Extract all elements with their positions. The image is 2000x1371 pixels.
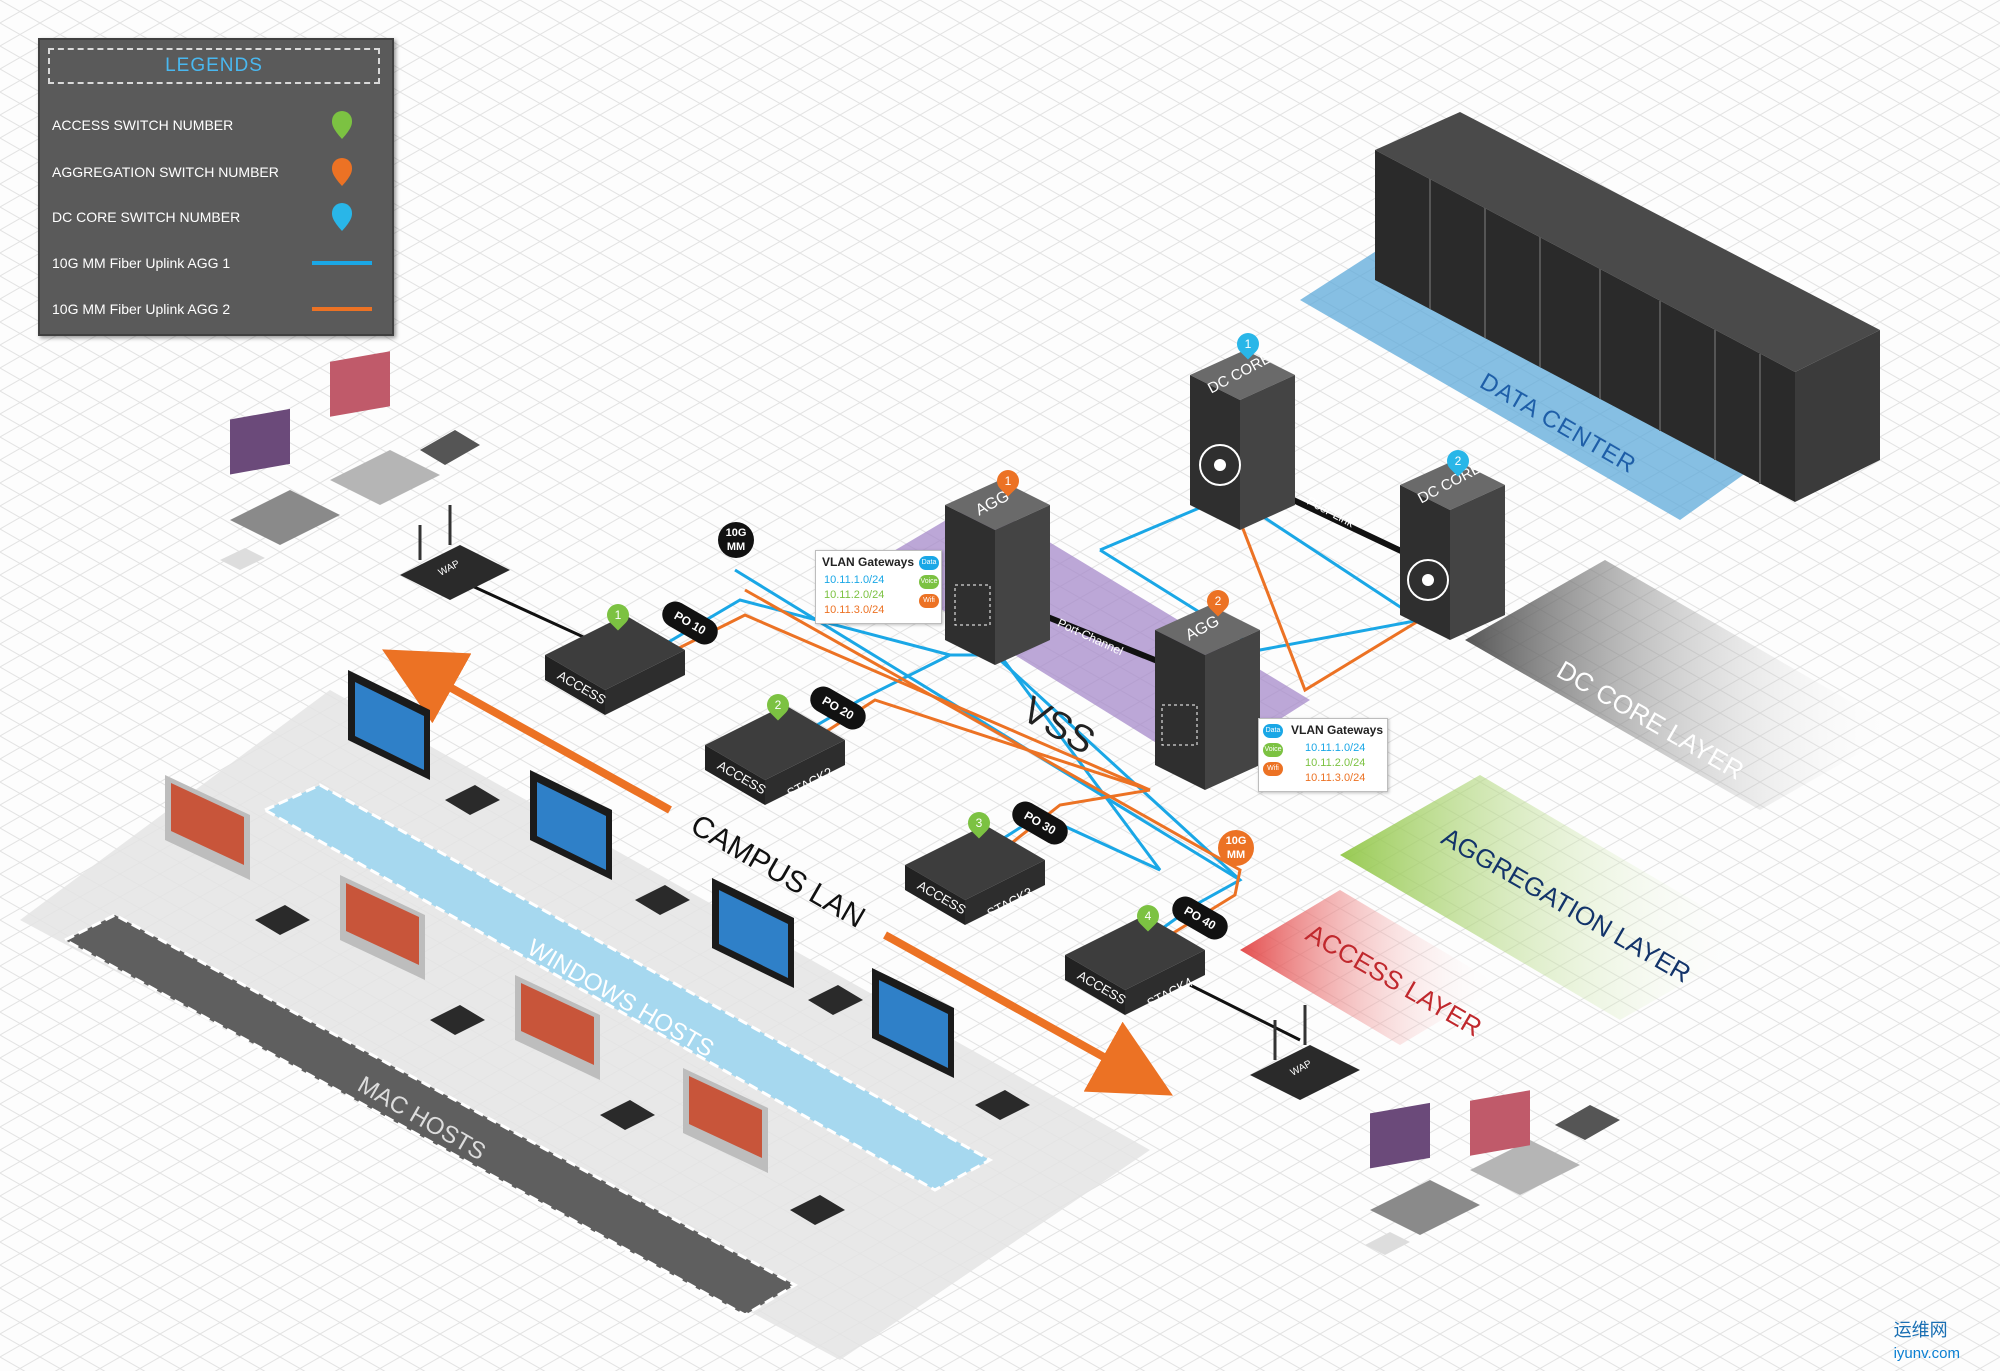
dc-core-switch-1[interactable] xyxy=(1190,350,1295,530)
access-switch-4[interactable] xyxy=(1065,915,1205,1015)
access-switch-3[interactable] xyxy=(905,825,1045,925)
vlan-callout-2-title: VLAN Gateways xyxy=(1291,723,1384,737)
vlan-gateways-callout-1: VLAN Gateways 10.11.1.0/24 10.11.2.0/24 … xyxy=(815,550,942,624)
wireless-clients-2 xyxy=(1365,1090,1620,1255)
server-racks xyxy=(1375,112,1880,502)
legend-label-uplink2: 10G MM Fiber Uplink AGG 2 xyxy=(52,301,231,317)
orange-pin-icon xyxy=(332,158,352,186)
dc-core-switch-2[interactable] xyxy=(1400,460,1505,640)
legend-row-access: ACCESS SWITCH NUMBER xyxy=(52,110,382,140)
agg-switch-1[interactable] xyxy=(945,480,1050,665)
vlan-callout-1-title: VLAN Gateways xyxy=(822,555,915,569)
access-3-pin: 3 xyxy=(963,807,995,839)
vlan2-wifi-subnet: 10.11.3.0/24 xyxy=(1305,772,1366,784)
vlan1-data-subnet: 10.11.1.0/24 xyxy=(824,574,885,586)
wap-2[interactable] xyxy=(1250,1005,1360,1100)
vlan1-data-chip: Data xyxy=(919,556,939,570)
aggregation-layer-band xyxy=(1340,775,1760,1020)
mac-hosts-strip xyxy=(61,913,799,1317)
watermark-cn: 运维网 xyxy=(1893,1320,1948,1340)
access-layer-band xyxy=(1240,890,1500,1045)
dc-core-2-pin: 2 xyxy=(1442,445,1474,477)
agg-2-pin: 2 xyxy=(1202,585,1234,617)
windows-host-screens xyxy=(355,682,948,1068)
campus-arrow-right xyxy=(883,931,1173,1096)
vlan2-voice-subnet: 10.11.2.0/24 xyxy=(1305,757,1366,769)
watermark: 运维网 iyunv.com xyxy=(1894,1316,1960,1363)
orange-line-icon xyxy=(312,307,372,311)
legend-label-agg: AGGREGATION SWITCH NUMBER xyxy=(52,164,279,180)
vlan1-voice-chip: Voice xyxy=(919,575,939,589)
agg-switch-2[interactable] xyxy=(1155,605,1260,790)
access-4-pin: 4 xyxy=(1132,900,1164,932)
wireless-clients-1 xyxy=(220,351,480,570)
access-switch-1[interactable] xyxy=(545,615,685,715)
desk-phones xyxy=(255,785,1030,1225)
vlan-gateways-callout-2: VLAN Gateways 10.11.1.0/24 10.11.2.0/24 … xyxy=(1258,718,1388,792)
dc-core-layer-band xyxy=(1465,560,1900,810)
legend-label-uplink1: 10G MM Fiber Uplink AGG 1 xyxy=(52,255,231,271)
green-pin-icon xyxy=(332,111,352,139)
vlan1-wifi-subnet: 10.11.3.0/24 xyxy=(824,604,885,616)
wap-1[interactable] xyxy=(400,505,510,600)
access-1-pin: 1 xyxy=(602,599,634,631)
legend-row-dccore: DC CORE SWITCH NUMBER xyxy=(52,202,382,232)
wap1-cable xyxy=(469,583,591,642)
blue-pin-icon xyxy=(332,203,352,231)
legend-panel: LEGENDS ACCESS SWITCH NUMBER AGGREGATION… xyxy=(38,38,394,336)
mac-host-screens xyxy=(171,783,762,1158)
agg-1-pin: 1 xyxy=(992,465,1024,497)
access-switch-2[interactable] xyxy=(705,705,845,805)
vlan2-data-subnet: 10.11.1.0/24 xyxy=(1305,742,1366,754)
legend-title: LEGENDS xyxy=(48,48,380,84)
legend-row-uplink2: 10G MM Fiber Uplink AGG 2 xyxy=(52,294,382,324)
access-2-pin: 2 xyxy=(762,689,794,721)
legend-row-agg: AGGREGATION SWITCH NUMBER xyxy=(52,157,382,187)
vlan1-voice-subnet: 10.11.2.0/24 xyxy=(824,589,885,601)
legend-label-dccore: DC CORE SWITCH NUMBER xyxy=(52,209,241,225)
wap2-cable xyxy=(1189,983,1301,1042)
campus-arrow-left xyxy=(382,649,672,814)
vlan2-data-chip: Data xyxy=(1263,724,1283,738)
legend-label-access: ACCESS SWITCH NUMBER xyxy=(52,117,234,133)
windows-hosts-strip xyxy=(261,783,994,1192)
dc-core-1-pin: 1 xyxy=(1232,328,1264,360)
vlan2-voice-chip: Voice xyxy=(1263,743,1283,757)
vlan2-wifi-chip: Wifi xyxy=(1263,762,1283,776)
blue-line-icon xyxy=(312,261,372,265)
vlan1-wifi-chip: Wifi xyxy=(919,594,939,608)
legend-row-uplink1: 10G MM Fiber Uplink AGG 1 xyxy=(52,248,382,278)
watermark-en: iyunv.com xyxy=(1893,1345,1960,1362)
